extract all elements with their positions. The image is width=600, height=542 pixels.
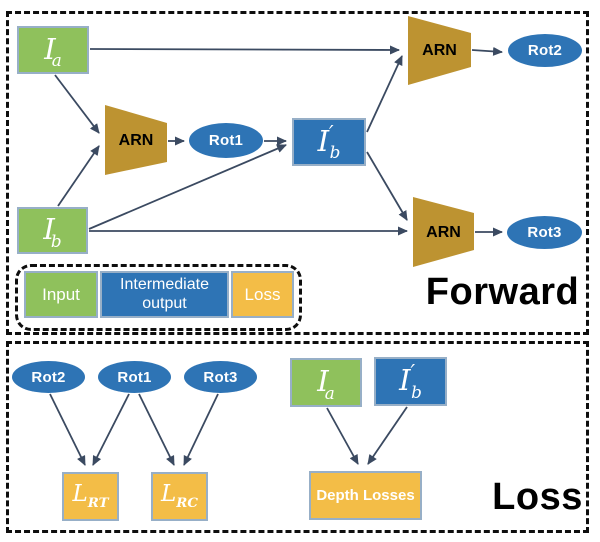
arn-bottom-trapezoid bbox=[413, 197, 474, 267]
arn-top-trapezoid bbox=[408, 16, 471, 85]
rot1-ellipse-forward: Rot1 bbox=[189, 123, 263, 158]
forward-section-frame bbox=[6, 11, 589, 335]
rot3-ellipse-loss: Rot3 bbox=[184, 361, 257, 393]
arrow-ibprime-to-depth bbox=[367, 406, 408, 465]
arrow-ib-to-ibprime bbox=[88, 144, 287, 230]
node-ibprime-loss: I′b bbox=[374, 357, 447, 406]
rot3-forward-label: Rot3 bbox=[527, 224, 562, 241]
forward-section-label: Forward bbox=[425, 271, 580, 313]
rot2-forward-label: Rot2 bbox=[527, 42, 563, 59]
arrow-rot3-to-lrc bbox=[183, 393, 219, 466]
node-ib-forward: Ib bbox=[17, 207, 88, 254]
arrow-rot1-to-lrt bbox=[92, 393, 130, 466]
node-ia-forward-label: Ia bbox=[44, 31, 62, 71]
node-ibprime-forward-label: I′b bbox=[317, 120, 341, 163]
arn-top-label: ARN bbox=[422, 42, 457, 59]
arrow-ib-to-arn-mid bbox=[57, 145, 100, 207]
arn-mid-trapezoid bbox=[105, 105, 167, 175]
node-ia-forward: Ia bbox=[17, 26, 89, 74]
legend-intermediate-box: Intermediate output bbox=[100, 271, 229, 318]
loss-section-label: Loss bbox=[492, 476, 583, 518]
rot2-ellipse-loss: Rot2 bbox=[12, 361, 85, 393]
node-lrt-label: LRT bbox=[72, 480, 109, 511]
rot1-forward-label: Rot1 bbox=[208, 132, 244, 149]
rot3-ellipse-forward: Rot3 bbox=[507, 216, 582, 249]
arrow-arn-top-to-rot2 bbox=[471, 46, 503, 56]
arn-mid-label: ARN bbox=[118, 132, 154, 149]
arrow-ibprime-to-arn-top bbox=[366, 55, 403, 133]
legend-frame bbox=[15, 264, 302, 331]
node-ib-forward-label: Ib bbox=[43, 212, 62, 251]
node-depth-losses: Depth Losses bbox=[309, 471, 422, 520]
arn-bottom-label: ARN bbox=[426, 224, 461, 241]
rot2-loss-label: Rot2 bbox=[31, 368, 66, 386]
arrow-ibprime-to-arn-bottom bbox=[366, 151, 408, 221]
legend-loss-box: Loss bbox=[231, 271, 294, 318]
arrow-ia-to-depth bbox=[326, 407, 359, 465]
node-ia-loss-label: Ia bbox=[317, 364, 335, 403]
node-lrc-label: LRC bbox=[161, 480, 198, 511]
node-ibprime-loss-label: I′b bbox=[399, 360, 422, 402]
node-ibprime-forward: I′b bbox=[292, 118, 366, 166]
rot1-ellipse-loss: Rot1 bbox=[98, 361, 171, 393]
node-lrc: LRC bbox=[151, 472, 208, 521]
rot1-loss-label: Rot1 bbox=[117, 368, 152, 386]
arrow-ia-to-arn-top bbox=[89, 45, 400, 55]
rot3-loss-label: Rot3 bbox=[203, 368, 238, 386]
depth-losses-label: Depth Losses bbox=[316, 487, 415, 504]
rot2-ellipse-forward: Rot2 bbox=[508, 34, 582, 67]
arrow-ia-to-arn-mid bbox=[54, 74, 100, 134]
node-lrt: LRT bbox=[62, 472, 119, 521]
arrow-rot2-to-lrt bbox=[49, 393, 86, 466]
legend-input-box: Input bbox=[24, 271, 98, 318]
arrow-rot1-to-lrc bbox=[138, 393, 175, 466]
loss-section-frame bbox=[6, 341, 589, 533]
legend-loss-label: Loss bbox=[244, 284, 281, 304]
legend-input-label: Input bbox=[42, 284, 80, 304]
node-ia-loss: Ia bbox=[290, 358, 362, 407]
legend-intermediate-label: Intermediate output bbox=[120, 276, 209, 312]
